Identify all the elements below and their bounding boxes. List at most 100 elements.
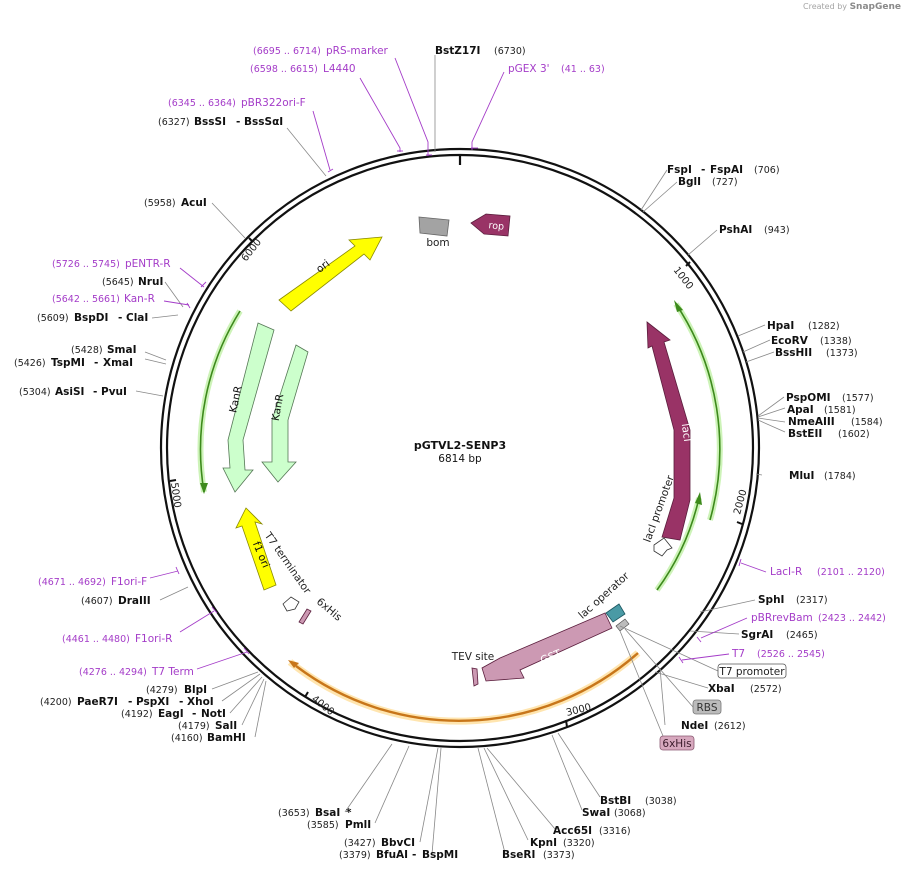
enzyme-ecorv-pos: (1338) <box>820 336 852 347</box>
enzyme-fspi-pos: (706) <box>754 165 780 176</box>
enzyme-acc65i-pos: (3316) <box>599 826 631 837</box>
enzyme-bbvci-pos: (3427) <box>344 838 376 849</box>
primer-leaders <box>149 57 767 670</box>
primer-pentr-range: (5726 .. 5745) <box>52 259 120 270</box>
enzyme-eagi-alt: NotI <box>201 708 226 720</box>
enzyme-smai-pos: (5428) <box>71 345 103 356</box>
enzyme-fspi-alt: FspAI <box>710 164 743 176</box>
enzyme-bsai: BsaI <box>315 807 340 819</box>
t7-terminator-feature <box>282 596 300 612</box>
primer-f1orif-range: (4671 .. 4692) <box>38 577 106 588</box>
plasmid-name: pGTVL2-SENP3 <box>414 439 506 452</box>
primer-l4440: L4440 <box>323 63 356 75</box>
enzyme-nmeaiii: NmeAIII <box>788 416 835 428</box>
enzyme-bsteii: BstEII <box>788 428 822 440</box>
enzyme-swai-pos: (3068) <box>614 808 646 819</box>
enzyme-bstz17i: BstZ17I <box>435 45 480 57</box>
enzyme-tspmi-alt: XmaI <box>103 357 133 369</box>
enzyme-fspi-sep: - <box>701 164 705 176</box>
enzyme-bsssi: BssSI <box>194 116 226 128</box>
enzyme-bgli-pos: (727) <box>712 177 738 188</box>
enzyme-nrui-pos: (5645) <box>102 277 134 288</box>
enzyme-mlui: MluI <box>789 470 814 482</box>
t7-promoter-label: T7 promoter <box>718 666 785 678</box>
lac-operator-feature <box>605 603 626 623</box>
rop-label: rop <box>488 220 505 233</box>
enzyme-sphi: SphI <box>758 594 784 606</box>
enzyme-leaders <box>135 55 786 855</box>
primer-laci-range: (2101 .. 2120) <box>817 567 885 578</box>
enzyme-paer7i-pos: (4200) <box>40 697 72 708</box>
enzyme-kpni-pos: (3320) <box>563 838 595 849</box>
primer-f1orif: F1ori-F <box>111 576 147 588</box>
rbs-box <box>692 699 722 715</box>
enzyme-xbai-pos: (2572) <box>750 684 782 695</box>
enzyme-bfuai: BfuAI <box>376 849 408 861</box>
enzyme-sphi-pos: (2317) <box>796 595 828 606</box>
enzyme-hpai-pos: (1282) <box>808 321 840 332</box>
enzyme-asisi: AsiSI <box>55 386 84 398</box>
enzyme-hpai: HpaI <box>767 320 794 332</box>
bom-label: bom <box>426 237 449 249</box>
laci-label: lacI <box>679 423 693 443</box>
enzyme-fspi: FspI <box>667 164 692 176</box>
orf-right2-arrowhead <box>695 492 702 505</box>
enzyme-sgrai: SgrAI <box>741 629 773 641</box>
rbs-feature <box>615 618 630 632</box>
enzyme-bspdi: BspDI <box>74 312 108 324</box>
enzyme-paer7i-alt: PspXI <box>136 696 169 708</box>
enzyme-ndei-pos: (2612) <box>714 721 746 732</box>
orf-arrowhead <box>288 660 299 668</box>
enzyme-bsssi-alt: BssSαI <box>244 116 283 128</box>
enzyme-paer7i-alt2: XhoI <box>187 696 214 708</box>
rop-feature <box>470 213 511 237</box>
primer-prs-range: (6695 .. 6714) <box>253 46 321 57</box>
primer-pgex: pGEX 3' <box>508 63 550 75</box>
enzyme-bbvci: BbvCI <box>381 837 415 849</box>
orf-right2-arc <box>656 497 700 591</box>
enzyme-swai: SwaI <box>582 807 610 819</box>
snapgene-watermark: Created by SnapGene <box>803 2 901 12</box>
enzyme-bfuai-sep: - <box>412 849 416 861</box>
enzyme-acc65i: Acc65I <box>553 825 592 837</box>
kanr-feature-2 <box>261 344 309 483</box>
enzyme-bgli: BglI <box>678 176 701 188</box>
enzyme-pspomi-pos: (1577) <box>842 393 874 404</box>
enzyme-mlui-pos: (1784) <box>824 471 856 482</box>
enzyme-paer7i: PaeR7I <box>77 696 118 708</box>
enzyme-eagi-sep: - <box>192 708 196 720</box>
enzyme-bstbi: BstBI <box>600 795 631 807</box>
laci-feature <box>646 321 691 541</box>
enzyme-bseri: BseRI <box>502 849 535 861</box>
enzyme-bsai-pos: (3653) <box>278 808 310 819</box>
his-tag-feature <box>298 608 312 625</box>
enzyme-draiii: DraIII <box>118 595 151 607</box>
primer-kanr: Kan-R <box>124 293 155 305</box>
tick-marks <box>169 237 743 728</box>
enzyme-tspmi: TspMI <box>51 357 85 369</box>
enzyme-bsshii-pos: (1373) <box>826 348 858 359</box>
enzyme-smai: SmaI <box>107 344 137 356</box>
enzyme-xbai: XbaI <box>708 683 735 695</box>
rbs-label: RBS <box>697 702 718 714</box>
enzyme-pshai-pos: (943) <box>764 225 790 236</box>
enzyme-asisi-pos: (5304) <box>19 387 51 398</box>
orf-right-arrowhead <box>674 300 683 312</box>
kanr-label-1: KanR <box>227 385 244 414</box>
tev-feature <box>471 667 479 687</box>
enzyme-pshai: PshAI <box>719 224 752 236</box>
f1-ori-feature <box>235 507 277 591</box>
enzyme-paer7i-sep2: - <box>179 696 183 708</box>
enzyme-asisi-sep: - <box>93 386 97 398</box>
enzyme-draiii-pos: (4607) <box>81 596 113 607</box>
ori-feature <box>278 236 383 312</box>
snapgene-logo: SnapGene <box>849 2 901 12</box>
primer-t7term: T7 Term <box>151 666 194 678</box>
enzyme-acui: AcuI <box>181 197 207 209</box>
primer-f1orir: F1ori-R <box>135 633 172 645</box>
plasmid-size: 6814 bp <box>438 453 482 465</box>
primer-f1orir-range: (4461 .. 4480) <box>62 634 130 645</box>
gst-feature <box>481 612 613 682</box>
t7-promoter-box <box>717 663 787 679</box>
